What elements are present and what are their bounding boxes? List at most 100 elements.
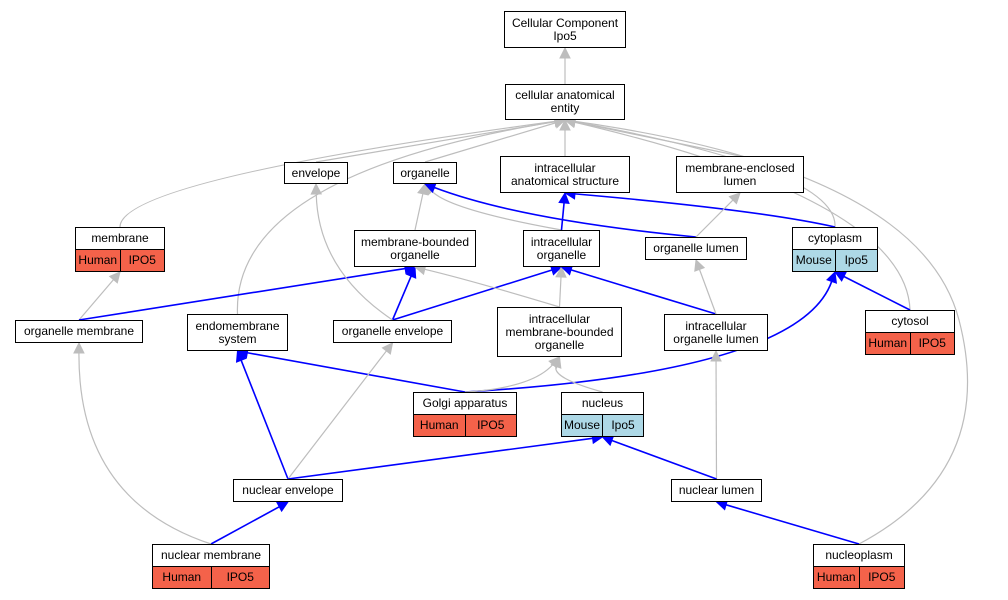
node-label: cytoplasm: [807, 231, 863, 245]
node-cellular-component-root[interactable]: Cellular Component Ipo5: [504, 11, 626, 48]
arrowhead-nm-to-ne: [276, 501, 289, 513]
edge-cytosol-to-cytoplasm: [843, 275, 911, 311]
edge-om-to-membrane: [78, 279, 114, 321]
node-label: endomembrane system: [195, 318, 280, 346]
gene-badge: IPO5: [858, 567, 904, 588]
node-label: organelle lumen: [653, 241, 739, 255]
edge-cytosol-to-cae: [574, 121, 911, 311]
node-intracellular-anatomical-structure[interactable]: intracellular anatomical structure: [500, 156, 630, 193]
arrowhead-imbo-to-io: [555, 265, 567, 278]
node-label: membrane-bounded organelle: [360, 234, 470, 262]
node-label: cytosol: [891, 314, 929, 328]
edge-membrane-to-cae: [119, 120, 556, 228]
edge-es-to-cae: [236, 121, 556, 315]
node-endomembrane-system[interactable]: endomembrane system: [187, 314, 288, 351]
edge-layer: [73, 46, 969, 545]
node-label: nucleoplasm: [825, 548, 893, 562]
species-badge: Human: [866, 333, 910, 354]
node-organelle-lumen[interactable]: organelle lumen: [645, 237, 747, 260]
edge-imbo-to-mbo: [424, 268, 560, 308]
edge-golgi-to-cytoplasm: [464, 281, 833, 393]
edge-ne-to-nucleus: [287, 437, 593, 480]
node-label: nuclear lumen: [678, 483, 755, 497]
gene-badge: IPO5: [464, 415, 516, 436]
edge-ol-to-organelle: [434, 186, 697, 238]
edge-nm-to-ne: [210, 506, 280, 545]
node-label: intracellular organelle: [530, 234, 593, 262]
edge-ol-to-mel: [695, 199, 734, 238]
edge-oe-to-io: [392, 269, 553, 321]
node-envelope[interactable]: envelope: [284, 162, 348, 184]
arrowhead-ne-to-es: [235, 349, 247, 363]
arrowhead-iol-to-ol: [694, 258, 706, 272]
node-membrane-enclosed-lumen[interactable]: membrane-enclosed lumen: [676, 156, 804, 193]
species-badge: Human: [414, 415, 465, 436]
arrowhead-nl-to-nucleus: [601, 435, 615, 447]
arrowhead-cytosol-to-cytoplasm: [834, 271, 847, 282]
edge-io-to-ias: [560, 202, 565, 231]
edge-nl-to-nucleus: [611, 439, 717, 480]
node-intracellular-organelle-lumen[interactable]: intracellular organelle lumen: [664, 314, 768, 351]
node-label: intracellular membrane-bounded organelle: [505, 311, 614, 352]
species-badge: Mouse: [562, 415, 602, 436]
edge-ne-to-oe: [287, 350, 387, 480]
node-label: organelle membrane: [23, 324, 135, 338]
arrowhead-nm-to-om: [73, 341, 85, 354]
node-label: nuclear membrane: [160, 548, 262, 562]
edge-mbo-to-organelle: [414, 193, 424, 231]
node-organelle-envelope[interactable]: organelle envelope: [333, 320, 452, 343]
edge-io-to-organelle: [431, 190, 562, 231]
species-badge: Mouse: [793, 250, 835, 271]
node-label: membrane: [91, 231, 149, 245]
edge-oe-to-mbo: [391, 275, 412, 321]
node-label: intracellular organelle lumen: [673, 318, 759, 346]
arrowhead-ias-to-cae: [559, 118, 571, 131]
node-label: envelope: [291, 165, 341, 180]
node-intracellular-membrane-bounded-organelle[interactable]: intracellular membrane-bounded organelle: [497, 307, 622, 357]
gene-badge: Ipo5: [834, 250, 877, 271]
node-label: organelle envelope: [341, 324, 444, 338]
node-label: cellular anatomical entity: [515, 88, 615, 115]
node-label: Golgi apparatus: [422, 396, 508, 410]
edge-imbo-to-io: [558, 276, 562, 308]
node-nuclear-envelope[interactable]: nuclear envelope: [233, 479, 343, 502]
species-badge: Human: [153, 567, 211, 588]
gene-badge: IPO5: [909, 333, 954, 354]
node-organelle-membrane[interactable]: organelle membrane: [15, 320, 143, 343]
node-cellular-anatomical-entity[interactable]: cellular anatomical entity: [505, 84, 625, 120]
node-label: Cellular Component Ipo5: [511, 15, 619, 43]
arrowhead-om-to-membrane: [108, 271, 121, 284]
edge-golgi-to-imbo: [464, 364, 554, 393]
gene-badge: Ipo5: [602, 415, 643, 436]
species-badge: Human: [76, 250, 120, 271]
edge-om-to-mbo: [78, 267, 406, 321]
node-label: membrane-enclosed lumen: [685, 160, 795, 188]
node-intracellular-organelle[interactable]: intracellular organelle: [523, 230, 600, 267]
edge-oe-to-envelope: [315, 193, 393, 321]
node-membrane-bounded-organelle[interactable]: membrane-bounded organelle: [354, 230, 476, 267]
node-label: nuclear envelope: [242, 483, 334, 497]
node-organelle[interactable]: organelle: [393, 162, 457, 184]
arrowhead-nl-to-iol: [710, 349, 722, 362]
node-nuclear-lumen[interactable]: nuclear lumen: [671, 479, 762, 502]
edge-nm-to-om: [78, 352, 212, 545]
edge-cytoplasm-to-ias: [574, 193, 836, 228]
arrowhead-ne-to-oe: [381, 342, 394, 355]
arrowhead-io-to-ias: [558, 191, 570, 205]
gene-badge: IPO5: [210, 567, 269, 588]
arrowhead-ol-to-mel: [728, 192, 741, 205]
arrowhead-cae-to-root: [559, 46, 571, 59]
